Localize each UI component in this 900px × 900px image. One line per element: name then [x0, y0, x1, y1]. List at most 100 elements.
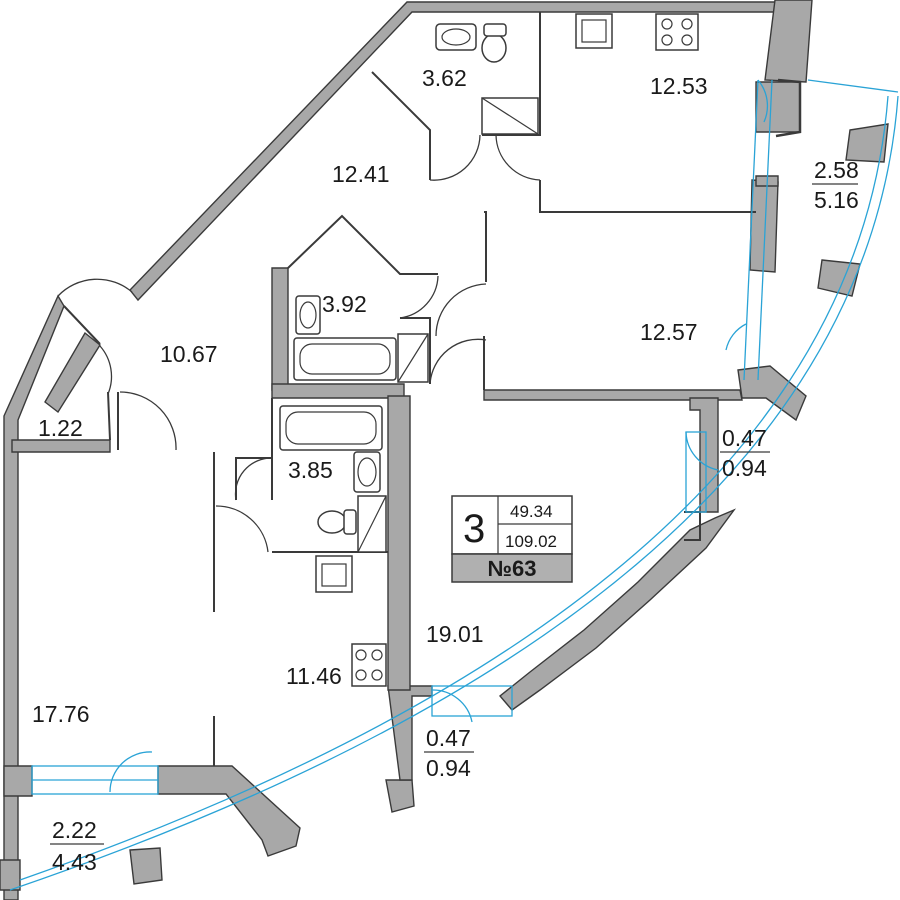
sink-lower-bowl	[357, 457, 377, 487]
badge-apartment-number: №63	[488, 556, 537, 581]
pillar-northeast	[764, 0, 813, 83]
stove-lower-burner-2	[371, 649, 383, 661]
balcony-top-right-area: 2.58	[814, 157, 859, 183]
partition-core-bath-roof	[287, 214, 438, 275]
door-arc-balcony-mid	[431, 689, 473, 723]
toilet-top-bowl	[481, 33, 507, 63]
stove-lower-burner-1	[355, 649, 367, 661]
balcony-labels: 2.58 5.16 0.47 0.94 0.47 0.94 2.22 4.43	[50, 157, 859, 875]
wall-bedroom-bottom	[483, 389, 743, 401]
door-arc-core-bath	[399, 275, 439, 319]
glazing-east-wall-2	[757, 79, 773, 381]
badge-rooms-count: 3	[463, 507, 485, 551]
room-labels: 3.62 12.53 12.41 3.92 12.57 10.67 1.22 3…	[32, 65, 708, 727]
fixtures	[279, 13, 699, 687]
sink-core-bowl	[299, 301, 317, 329]
balcony-mid-right-reduced: 0.94	[722, 455, 767, 481]
door-arc-balcony-east	[725, 323, 747, 351]
balcony-bottom-left-area: 2.22	[52, 817, 97, 843]
glazing-right-mid	[685, 431, 707, 513]
partition-kitchen-corridor	[539, 180, 756, 213]
door-arc-closet	[99, 345, 113, 395]
door-arc-balcony-top	[757, 79, 769, 123]
badge-number-plate	[451, 553, 573, 583]
badge-total-area: 109.02	[505, 532, 557, 551]
door-arc-left-room	[119, 391, 177, 451]
balcony-bottom-left-reduced: 4.43	[52, 849, 97, 875]
stove-top-burner-1	[661, 18, 673, 30]
partition-hall-closet	[63, 305, 101, 345]
glazing-east-wall	[743, 79, 759, 381]
stove-top	[655, 13, 699, 51]
kitchen-sink-lower-bowl	[321, 563, 347, 587]
glazing-curve-inner	[19, 95, 889, 881]
stove-top-burner-2	[681, 18, 693, 30]
glazing-top-right	[807, 79, 899, 93]
wall-east-lower	[737, 365, 807, 422]
wall-right-column	[755, 81, 801, 133]
sink-top	[435, 23, 477, 51]
balcony-top-right-reduced: 5.16	[814, 187, 859, 213]
toilet-lower-bowl	[317, 510, 347, 534]
badge-living-area: 49.34	[510, 502, 553, 521]
room-area-bathroom-mid: 3.92	[322, 291, 367, 317]
room-area-bedroom-right: 12.57	[640, 319, 698, 345]
badge-frame	[451, 495, 573, 555]
room-area-kitchen-lower: 11.46	[286, 663, 342, 689]
room-area-closet: 1.22	[38, 415, 83, 441]
partition-bath-top	[371, 71, 431, 180]
door-arc-kitchen-lower	[215, 505, 269, 553]
bathtub-lower	[279, 405, 383, 451]
kitchen-sink-top-bowl	[581, 19, 607, 43]
bathtub-core	[293, 337, 397, 381]
room-area-hall: 10.67	[160, 341, 218, 367]
pillar-east-1	[845, 123, 889, 163]
door-arc-living	[429, 338, 487, 385]
balcony-mid-right-area: 0.47	[722, 425, 767, 451]
balcony-bottom-mid-reduced: 0.94	[426, 755, 471, 781]
stove-top-burner-3	[661, 34, 673, 46]
room-area-corridor-top: 12.41	[332, 161, 390, 187]
room-area-bathroom-top: 3.62	[422, 65, 467, 91]
shower-core-diag	[397, 333, 429, 383]
door-arc-bedroom	[435, 283, 487, 337]
pillar-east-2	[817, 259, 861, 297]
interior-walls	[11, 81, 801, 691]
outline-bedroom-right	[775, 78, 802, 138]
sink-top-bowl	[441, 28, 471, 46]
partition-core-bath-right	[400, 317, 431, 384]
wall-southwest	[3, 765, 33, 797]
wall-core-bath	[271, 267, 289, 391]
room-area-bathroom-lower: 3.85	[288, 457, 333, 483]
pillar-south-1	[129, 847, 163, 885]
stove-top-burner-4	[681, 34, 693, 46]
glazing-curve-outer	[9, 95, 899, 891]
stove-lower-burner-3	[355, 669, 367, 681]
door-arc-bath-top	[429, 134, 481, 181]
door-arc-lower-bath	[234, 457, 273, 501]
door-arc-corridor	[495, 134, 541, 181]
glazing	[9, 79, 899, 891]
bathtub-lower-inner	[285, 411, 377, 445]
door-arc-balcony-left	[109, 751, 153, 793]
toilet-top-tank	[483, 23, 507, 37]
partitions	[63, 12, 802, 766]
wall-closet-diagonal	[44, 331, 101, 414]
balcony-bottom-mid-area: 0.47	[426, 725, 471, 751]
partition-bedroom-left	[484, 211, 487, 282]
door-arc-balcony-right	[685, 431, 719, 471]
partition-closet	[107, 391, 111, 441]
wall-kitchen-spine	[387, 395, 411, 691]
pillar-south-mid	[385, 779, 415, 813]
room-area-living-large: 19.01	[426, 621, 484, 647]
apartment-badge: 3 49.34 109.02 №63	[451, 495, 573, 583]
wall-left-bay	[11, 439, 111, 453]
room-area-bedroom-left: 17.76	[32, 701, 90, 727]
door-swings	[57, 79, 769, 793]
stove-lower	[351, 643, 387, 687]
wall-south-bay	[157, 765, 301, 857]
wall-core-bath-lower	[271, 383, 405, 399]
shower-lower-diag	[357, 495, 387, 553]
